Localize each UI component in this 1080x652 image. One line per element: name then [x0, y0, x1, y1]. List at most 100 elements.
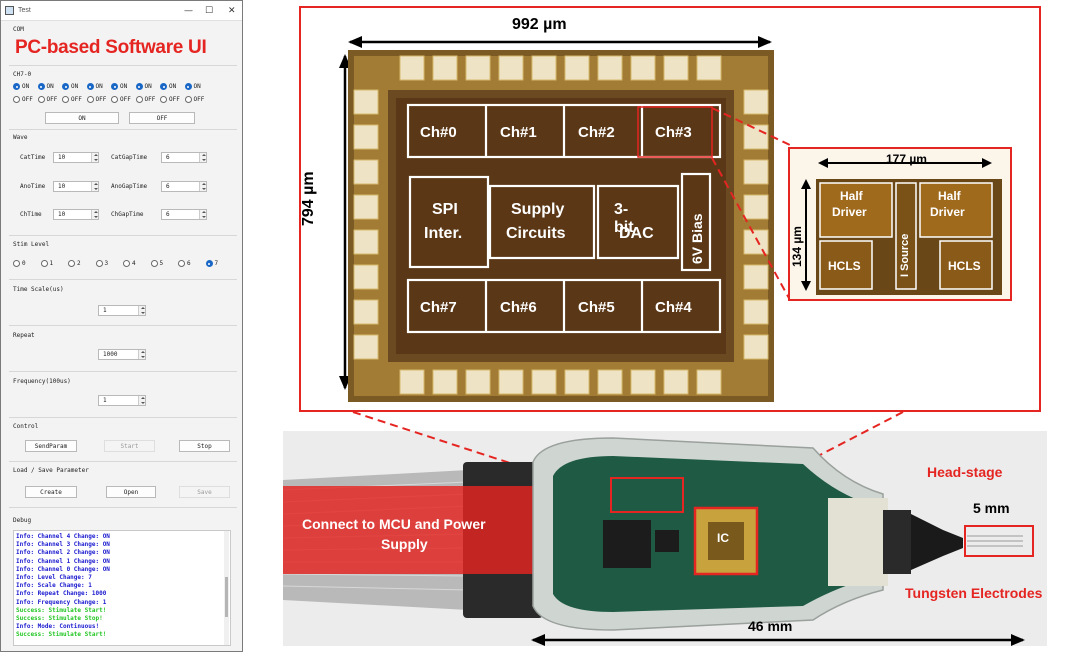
channel-on-radio[interactable]: ON	[160, 83, 185, 90]
bond-pad	[743, 334, 769, 360]
channel-on-radio[interactable]: ON	[37, 83, 63, 90]
radio-icon[interactable]	[37, 96, 45, 103]
close-button[interactable]: ✕	[228, 6, 236, 16]
radio-icon[interactable]	[111, 96, 118, 103]
radio-icon[interactable]	[150, 260, 158, 267]
channel-off-radio[interactable]: OFF	[111, 96, 136, 103]
spinner-arrows-icon[interactable]	[138, 396, 145, 405]
radio-icon[interactable]	[184, 96, 192, 103]
radio-icon[interactable]	[13, 260, 20, 267]
radio-label: 2	[77, 260, 81, 267]
channel-on-radio[interactable]: ON	[62, 83, 87, 90]
ch-gap-time-input[interactable]: 6	[161, 209, 207, 220]
spinner-arrows-icon[interactable]	[91, 210, 98, 219]
radio-icon[interactable]	[62, 83, 69, 90]
divider	[9, 461, 237, 462]
channel-off-radio[interactable]: OFF	[13, 96, 38, 103]
channel-off-radio[interactable]: OFF	[37, 96, 63, 103]
spinner-arrows-icon[interactable]	[199, 210, 206, 219]
ano-time-input[interactable]: 10	[53, 181, 99, 192]
debug-line: Info: Channel 3 Change: ON	[16, 541, 110, 549]
channel-on-radio[interactable]: ON	[86, 83, 112, 90]
radio-label: 0	[22, 260, 26, 267]
connect-label: Connect to MCU and Power	[302, 516, 486, 532]
radio-icon[interactable]	[68, 260, 75, 267]
stim-level-radio[interactable]: 6	[178, 260, 206, 267]
radio-icon[interactable]	[135, 96, 143, 103]
channel-off-radio[interactable]: OFF	[160, 96, 185, 103]
channel-off-radio[interactable]: OFF	[184, 96, 210, 103]
debug-line: Info: Frequency Change: 1	[16, 598, 107, 606]
radio-label: ON	[169, 83, 177, 90]
channel-on-radio[interactable]: ON	[111, 83, 136, 90]
time-scale-input[interactable]: 1	[98, 305, 146, 316]
headstage-label: Head-stage	[927, 464, 1003, 480]
com-label: COM	[13, 26, 24, 33]
stim-level-radio[interactable]: 3	[95, 260, 124, 267]
stim-level-radio[interactable]: 1	[40, 260, 69, 267]
radio-icon[interactable]	[111, 83, 118, 90]
stim-level-radio[interactable]: 4	[123, 260, 151, 267]
die-photo	[348, 50, 774, 402]
stim-level-radio[interactable]: 2	[68, 260, 96, 267]
window-title: Test	[18, 7, 31, 14]
start-button[interactable]: Start	[104, 440, 155, 452]
radio-icon[interactable]	[123, 260, 130, 267]
radio-icon[interactable]	[178, 260, 185, 267]
radio-icon[interactable]	[62, 96, 69, 103]
radio-icon[interactable]	[135, 83, 143, 90]
create-button[interactable]: Create	[25, 486, 77, 498]
radio-icon[interactable]	[86, 96, 94, 103]
dac-label: DAC	[619, 225, 654, 242]
spinner-arrows-icon[interactable]	[199, 153, 206, 162]
bond-pad	[696, 369, 722, 395]
save-button[interactable]: Save	[179, 486, 230, 498]
ano-gap-time-input[interactable]: 6	[161, 181, 207, 192]
radio-icon[interactable]	[13, 96, 20, 103]
spinner-arrows-icon[interactable]	[91, 153, 98, 162]
stop-button[interactable]: Stop	[179, 440, 230, 452]
channel-on-radio[interactable]: ON	[13, 83, 38, 90]
radio-icon[interactable]	[86, 83, 94, 90]
spi-label: SPI	[432, 201, 458, 218]
channel-on-radio[interactable]: ON	[135, 83, 161, 90]
radio-icon[interactable]	[205, 260, 213, 267]
all-off-button[interactable]: OFF	[129, 112, 195, 124]
radio-icon[interactable]	[40, 260, 48, 267]
channel-off-radio[interactable]: OFF	[62, 96, 87, 103]
cat-time-input[interactable]: 10	[53, 152, 99, 163]
minimize-button[interactable]: —	[184, 6, 193, 16]
debug-line: Info: Level Change: 7	[16, 574, 92, 581]
divider	[9, 235, 237, 236]
debug-scrollbar[interactable]	[224, 531, 229, 645]
channel-label: Ch#4	[655, 299, 692, 316]
send-param-button[interactable]: SendParam	[25, 440, 77, 452]
channel-on-radio[interactable]: ON	[184, 83, 210, 90]
radio-icon[interactable]	[13, 83, 20, 90]
ch-time-input[interactable]: 10	[53, 209, 99, 220]
maximize-button[interactable]: ☐	[205, 6, 214, 16]
spinner-arrows-icon[interactable]	[138, 306, 145, 315]
radio-icon[interactable]	[160, 96, 167, 103]
open-button[interactable]: Open	[106, 486, 156, 498]
radio-icon[interactable]	[95, 260, 103, 267]
radio-icon[interactable]	[37, 83, 45, 90]
channel-off-radio[interactable]: OFF	[86, 96, 112, 103]
bond-pad	[743, 159, 769, 185]
radio-icon[interactable]	[160, 83, 167, 90]
channel-off-radio[interactable]: OFF	[135, 96, 161, 103]
all-on-button[interactable]: ON	[45, 112, 119, 124]
radio-label: ON	[120, 83, 128, 90]
spinner-arrows-icon[interactable]	[138, 350, 145, 359]
frequency-input[interactable]: 1	[98, 395, 146, 406]
spinner-arrows-icon[interactable]	[199, 182, 206, 191]
stim-level-radio[interactable]: 0	[13, 260, 41, 267]
debug-line: Success: Stimulate Start!	[16, 631, 107, 639]
cat-gap-time-input[interactable]: 6	[161, 152, 207, 163]
repeat-input[interactable]: 1000	[98, 349, 146, 360]
stim-level-radio[interactable]: 7	[205, 260, 234, 267]
stim-level-radio[interactable]: 5	[150, 260, 179, 267]
spinner-arrows-icon[interactable]	[91, 182, 98, 191]
radio-icon[interactable]	[184, 83, 192, 90]
